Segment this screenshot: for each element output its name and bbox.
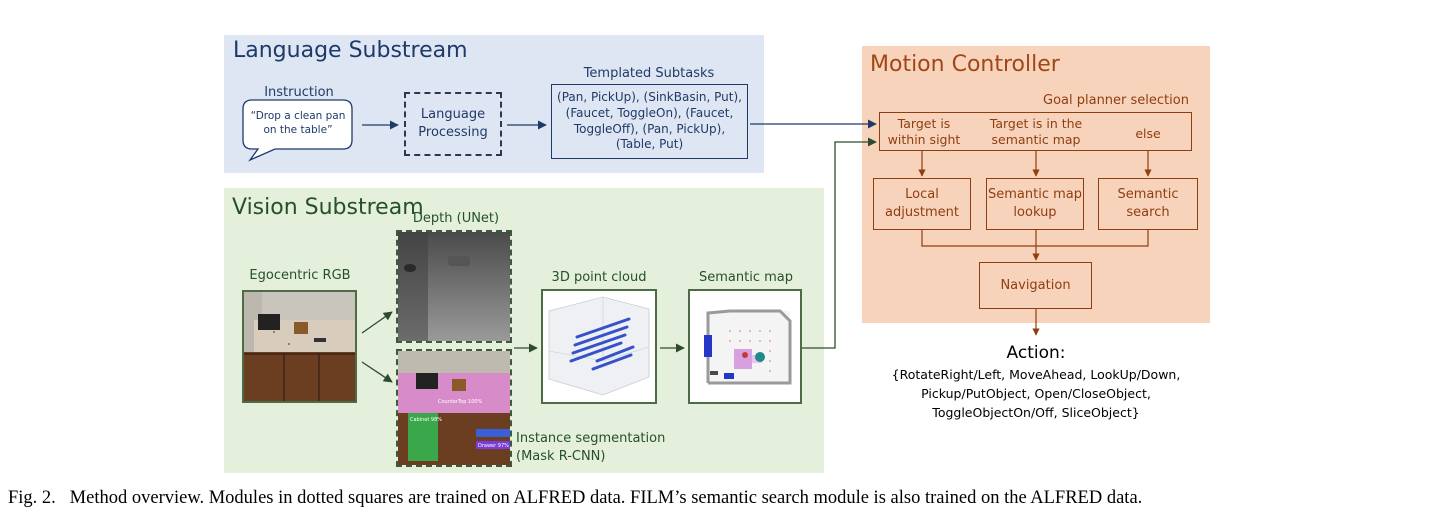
svg-text:Drawer 97%: Drawer 97% xyxy=(478,443,509,449)
templated-subtasks-label: Templated Subtasks xyxy=(583,66,715,81)
instruction-speech-bubble xyxy=(242,99,353,162)
navigation-module: Navigation xyxy=(979,262,1092,309)
action-line: {RotateRight/Left, MoveAhead, LookUp/Dow… xyxy=(891,367,1181,382)
action-line: ToggleObjectOn/Off, SliceObject} xyxy=(932,405,1140,420)
semantic-map-image xyxy=(688,289,802,404)
point-cloud-image xyxy=(541,289,657,404)
point-cloud-label: 3D point cloud xyxy=(551,270,647,285)
condition-within-sight: Target is within sight xyxy=(887,115,961,147)
instance-segmentation-image: CounterTop 100% Cabinet 98% Drawer 97% xyxy=(396,349,512,467)
svg-text:CounterTop 100%: CounterTop 100% xyxy=(438,399,483,405)
vision-substream-title: Vision Substream xyxy=(232,195,424,220)
egocentric-rgb-image xyxy=(242,290,357,403)
action-line: Pickup/PutObject, Open/CloseObject, xyxy=(921,386,1151,401)
svg-text:Cabinet 98%: Cabinet 98% xyxy=(410,417,442,423)
mask-rcnn-label: (Mask R-CNN) xyxy=(516,449,606,464)
local-adjustment-module: Local adjustment xyxy=(873,178,971,230)
condition-else: else xyxy=(1135,125,1161,141)
depth-image xyxy=(396,230,512,343)
depth-label: Depth (UNet) xyxy=(412,211,500,226)
language-substream-title: Language Substream xyxy=(233,38,468,63)
subtask-line: ToggleOff), (Pan, PickUp), xyxy=(573,121,726,136)
figure-caption: Fig. 2. Method overview. Modules in dott… xyxy=(8,488,1143,508)
templated-subtasks-box: (Pan, PickUp), (SinkBasin, Put), (Faucet… xyxy=(551,84,748,159)
language-processing-module: Language Processing xyxy=(404,92,502,156)
goal-planner-box xyxy=(879,112,1192,151)
subtask-line: (Pan, PickUp), (SinkBasin, Put), xyxy=(557,89,742,104)
instruction-label: Instruction xyxy=(264,85,334,100)
instruction-text: “Drop a clean pan on the table” xyxy=(250,110,346,136)
semantic-map-label: Semantic map xyxy=(699,270,793,285)
instance-segmentation-label: Instance segmentation xyxy=(516,431,666,446)
action-title: Action: xyxy=(1006,343,1066,363)
goal-planner-label: Goal planner selection xyxy=(1043,93,1189,108)
subtask-line: (Faucet, ToggleOn), (Faucet, xyxy=(565,105,734,120)
motion-controller-title: Motion Controller xyxy=(870,52,1060,77)
egocentric-rgb-label: Egocentric RGB xyxy=(249,268,351,283)
condition-in-semantic-map: Target is in the semantic map xyxy=(989,115,1083,147)
semantic-map-lookup-module: Semantic map lookup xyxy=(986,178,1084,230)
subtask-line: (Table, Put) xyxy=(615,137,684,152)
motion-controller-panel xyxy=(862,46,1210,323)
semantic-search-module: Semantic search xyxy=(1098,178,1198,230)
